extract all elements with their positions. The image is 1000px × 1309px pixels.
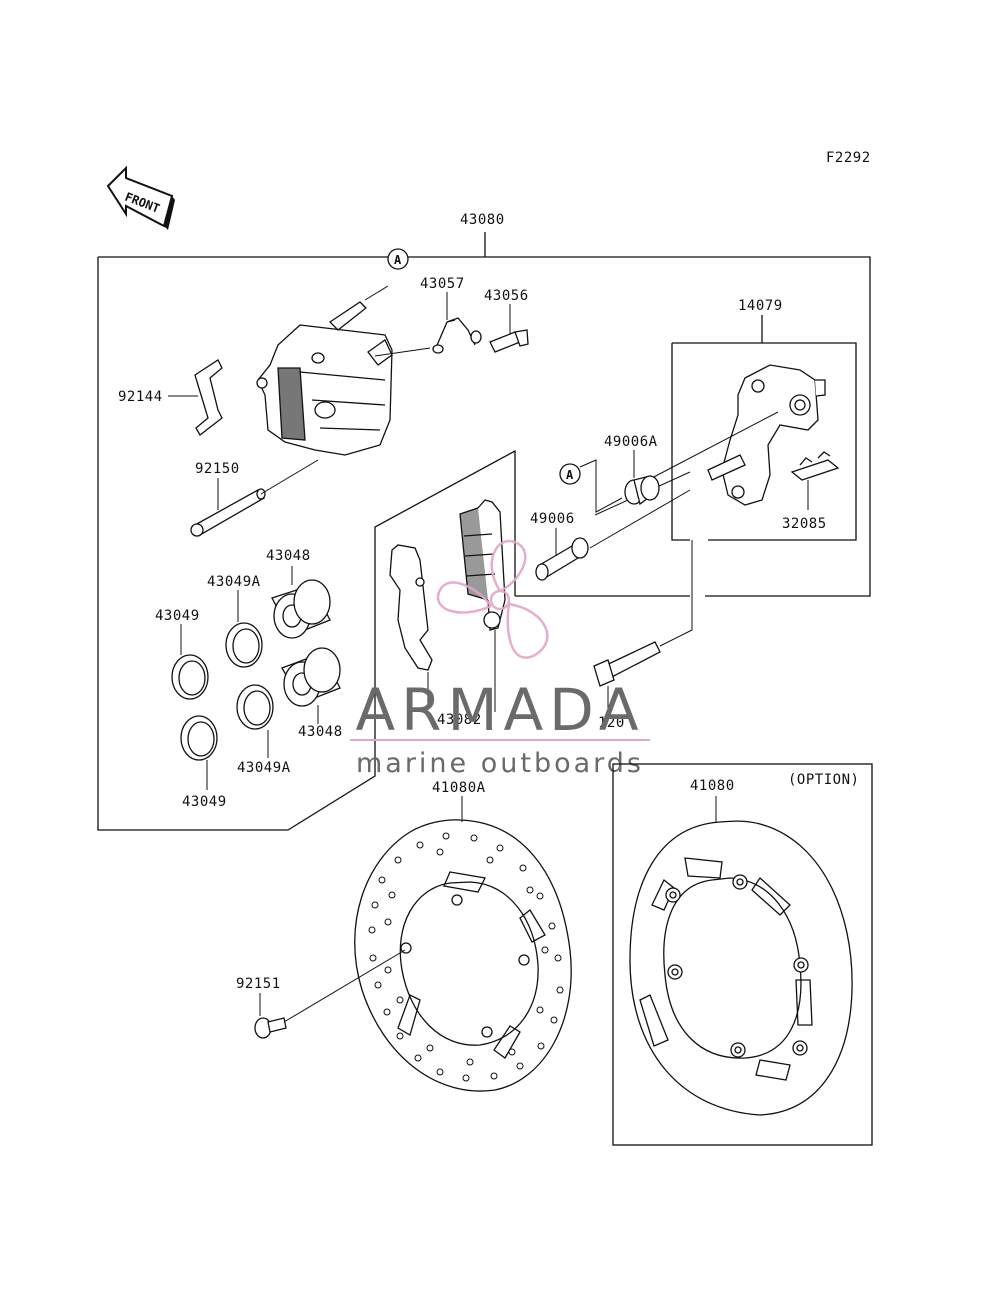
label-43082: 43082 [437,712,482,728]
part-49006-boot [535,537,589,581]
ref-marker-a-top: A [364,248,409,301]
part-43049-seal-lower [180,715,218,761]
part-49006A-boot [624,475,660,506]
part-92150-pad-pin [190,488,266,537]
watermark-name: ARMADA [355,676,644,744]
part-43049A-seal-upper [225,622,263,668]
armada-logo-icon [436,539,549,659]
label-43056: 43056 [484,288,529,304]
label-43048-upper: 43048 [266,548,311,564]
ref-marker-a-right: A [559,459,623,513]
part-43057-bleeder-cap [432,317,482,354]
part-92151-disc-bolt [254,1017,287,1039]
option-label: (OPTION) [788,772,859,788]
watermark-tagline: marine outboards [356,748,644,779]
disc-vent-holes [368,832,564,1082]
front-arrow-icon: FRONT [106,165,175,230]
label-43048-lower: 43048 [298,724,343,740]
label-43049A-upper: 43049A [207,574,261,590]
label-120: 120 [598,715,625,731]
label-14079: 14079 [738,298,783,314]
part-43048-piston-lower [281,647,341,707]
part-43082-brake-pads [389,499,506,671]
part-43056-bleeder-valve [489,329,529,353]
part-43049-seal-upper [171,654,209,700]
part-41080A-brake-disc [354,819,572,1092]
label-49006A: 49006A [604,434,658,450]
part-32085-clip [790,451,840,481]
part-43049A-seal-lower [236,684,274,730]
label-92151: 92151 [236,976,281,992]
label-43080: 43080 [460,212,505,228]
label-43049-upper: 43049 [155,608,200,624]
label-43049A-lower: 43049A [237,760,291,776]
label-92144: 92144 [118,389,163,405]
part-41080-brake-disc-option [629,820,853,1116]
label-43049-lower: 43049 [182,794,227,810]
label-92150: 92150 [195,461,240,477]
caliper-assembly-frame [97,232,871,831]
svg-text:A: A [394,253,402,267]
part-92144-pad-spring [194,359,223,436]
svg-text:A: A [566,468,574,482]
label-32085: 32085 [782,516,827,532]
diagram-code: F2292 [826,150,871,166]
caliper-body [256,301,393,456]
caliper-bracket [707,364,826,506]
label-49006: 49006 [530,511,575,527]
part-120-bolt [593,641,661,687]
bracket-group-frame [671,315,857,541]
watermark-divider [350,739,650,741]
label-41080A: 41080A [432,780,486,796]
part-43048-piston-upper [271,579,331,639]
option-frame [612,763,873,1146]
option-disc-holes [665,874,809,1058]
label-43057: 43057 [420,276,465,292]
label-41080: 41080 [690,778,735,794]
